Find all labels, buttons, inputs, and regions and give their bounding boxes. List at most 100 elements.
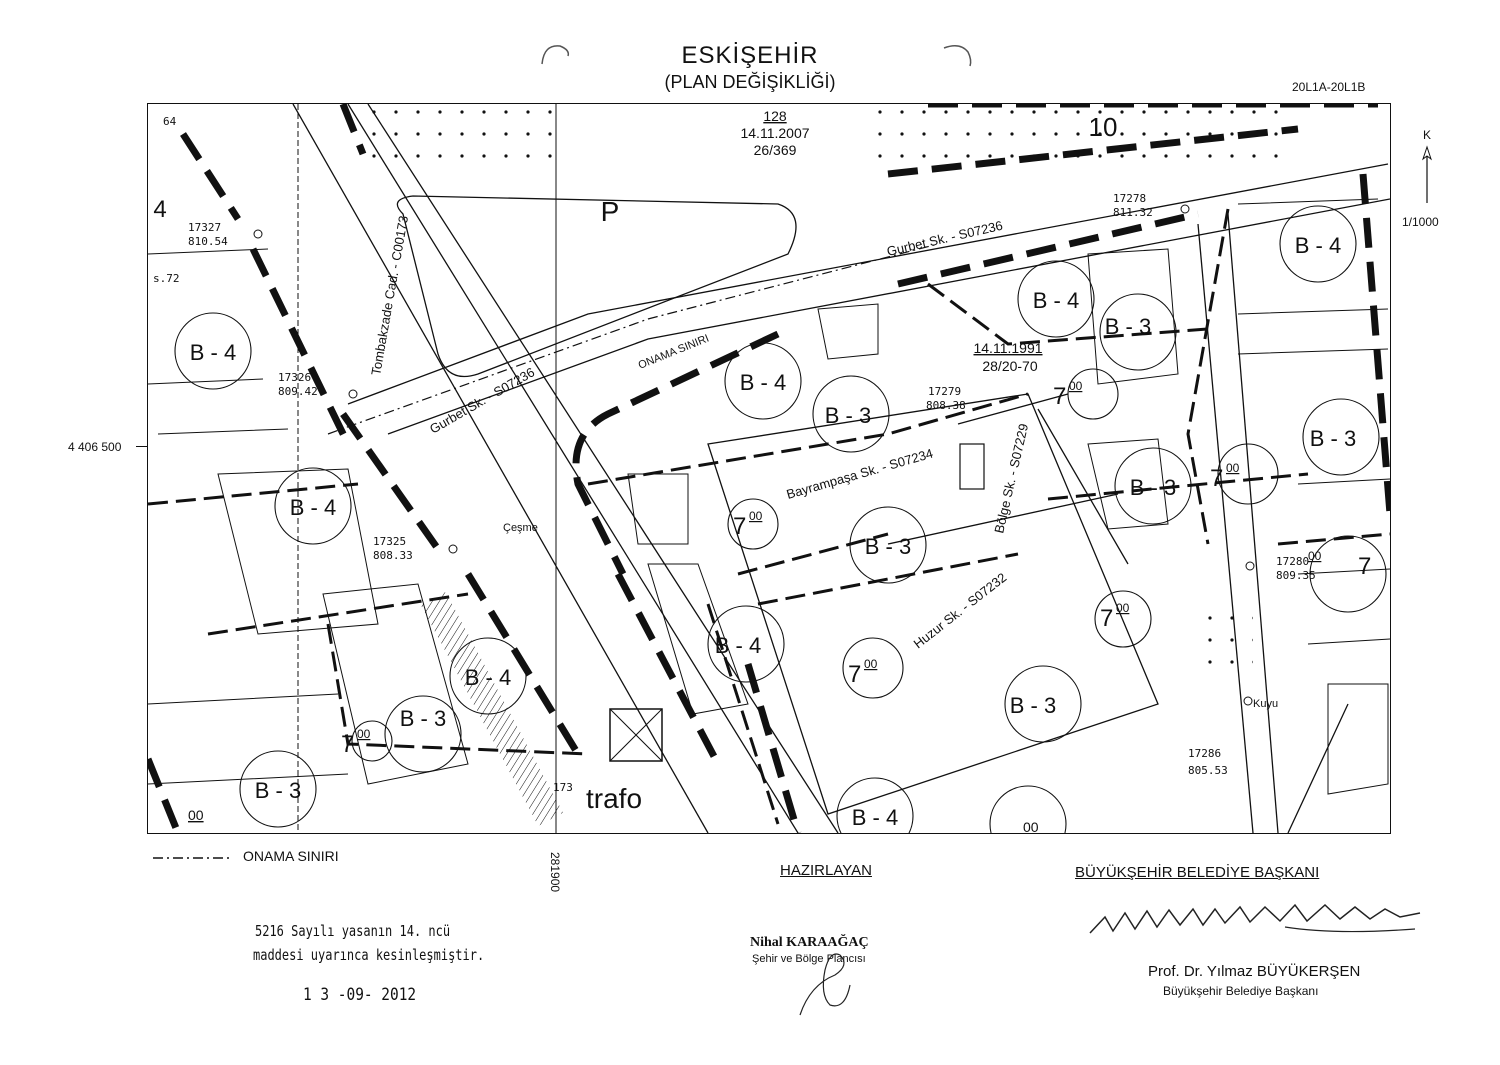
park-label: P bbox=[601, 196, 620, 227]
parcel-number: 173 bbox=[553, 781, 573, 794]
parcel-number: 17327 bbox=[188, 221, 221, 234]
street-label: Tombakzade Cad. - C00173 bbox=[368, 215, 411, 377]
svg-text:00: 00 bbox=[1069, 379, 1083, 393]
point-markers bbox=[253, 204, 1255, 706]
parcel-number: 17279 bbox=[928, 385, 961, 398]
parcel-number: 64 bbox=[163, 115, 177, 128]
boundary-label: ONAMA SINIRI bbox=[637, 332, 711, 371]
grid-lines bbox=[297, 104, 557, 833]
decision-reference: 28/20-70 bbox=[982, 358, 1037, 374]
zone-label-b4: B - 4 bbox=[715, 633, 761, 658]
parcel-lines bbox=[148, 198, 1390, 795]
svg-text:7: 7 bbox=[1358, 553, 1371, 580]
zone-label-b3: B - 3 bbox=[1105, 314, 1151, 339]
transformer-label: trafo bbox=[586, 783, 642, 814]
zone-label-b4: B - 4 bbox=[1033, 288, 1079, 313]
zone-label-b4: B - 4 bbox=[1295, 233, 1341, 258]
zone-label-b4: B - 4 bbox=[740, 370, 786, 395]
svg-text:00: 00 bbox=[357, 727, 371, 741]
parcel-elevation: 809.42 bbox=[278, 385, 318, 398]
zone-label-b4: B - 4 bbox=[190, 340, 236, 365]
svg-text:7: 7 bbox=[1210, 465, 1223, 492]
street-label: Gurbet Sk. - S07236 bbox=[427, 364, 537, 436]
sheet-code: 20L1A-20L1B bbox=[1292, 80, 1366, 94]
planner-title: Şehir ve Bölge Plancısı bbox=[752, 953, 866, 965]
svg-text:7: 7 bbox=[1100, 605, 1113, 632]
decision-date: 14.11.1991 bbox=[973, 340, 1042, 356]
legend-label: ONAMA SINIRI bbox=[243, 848, 339, 864]
scale-label: 1/1000 bbox=[1402, 215, 1439, 229]
map-drawing: B - 4 B - 4 B - 4 B - 4 B - 4 B - 4 B - … bbox=[148, 104, 1390, 833]
parcel-elevation: 808.38 bbox=[926, 399, 966, 412]
finalized-date: 1 3 -09- 2012 bbox=[303, 985, 417, 1005]
zone-label-b3: B - 3 bbox=[865, 534, 911, 559]
street-label: Gurbet Sk. - S07236 bbox=[885, 218, 1004, 259]
parcel-number: 17280 bbox=[1276, 555, 1309, 568]
planner-signature-icon bbox=[799, 953, 851, 1016]
rail-hatch bbox=[420, 592, 564, 826]
well-label: Kuyu bbox=[1253, 698, 1278, 710]
decision-reference: 26/369 bbox=[754, 142, 797, 158]
parcel-number: s.72 bbox=[153, 272, 180, 285]
svg-text:7: 7 bbox=[733, 513, 746, 540]
parcel-number: 17278 bbox=[1113, 192, 1146, 205]
approval-boundary-line bbox=[327, 243, 939, 435]
stamp-text-line: 5216 Sayılı yasanın 14. ncü bbox=[255, 922, 451, 940]
parcel-elevation: 809.35 bbox=[1276, 569, 1316, 582]
zone-label-b4: B - 4 bbox=[290, 495, 336, 520]
height-label: 7 00 bbox=[1308, 549, 1371, 580]
punch-hole-icon bbox=[541, 45, 570, 65]
zone-circles bbox=[174, 205, 1387, 833]
svg-text:00: 00 bbox=[749, 509, 763, 523]
small-structure bbox=[959, 443, 985, 490]
prepared-by-heading: HAZIRLAYAN bbox=[780, 862, 872, 879]
parcel-number: 17325 bbox=[373, 535, 406, 548]
parcel-number: 17326 bbox=[278, 371, 311, 384]
height-label: 00 bbox=[188, 807, 204, 823]
parcel-elevation: 808.33 bbox=[373, 549, 413, 562]
decision-number: 128 bbox=[763, 108, 787, 124]
mayor-title: Büyükşehir Belediye Başkanı bbox=[1163, 984, 1319, 998]
trafo-box bbox=[609, 708, 663, 762]
mayor-name: Prof. Dr. Yılmaz BÜYÜKERŞEN bbox=[1148, 963, 1361, 980]
building-limit-lines bbox=[148, 104, 1390, 833]
svg-text:7: 7 bbox=[848, 661, 861, 688]
svg-text:00: 00 bbox=[1226, 461, 1240, 475]
svg-text:00: 00 bbox=[1308, 549, 1322, 563]
north-label: K bbox=[1423, 128, 1432, 142]
boundary-legend-line bbox=[153, 857, 233, 859]
zone-label-b3: B - 3 bbox=[1310, 426, 1356, 451]
planner-name: Nihal KARAAĞAÇ bbox=[750, 935, 869, 950]
block-number-label: 4 bbox=[153, 196, 166, 223]
zoning-map: B - 4 B - 4 B - 4 B - 4 B - 4 B - 4 B - … bbox=[147, 103, 1391, 834]
zone-label-b3: B - 3 bbox=[400, 706, 446, 731]
fountain-label: Çeşme bbox=[503, 522, 538, 534]
parcel-number: 17286 bbox=[1188, 747, 1221, 760]
zone-label-b4: B - 4 bbox=[465, 665, 511, 690]
parcel-elevation: 805.53 bbox=[1188, 764, 1228, 777]
mayor-heading: BÜYÜKŞEHİR BELEDİYE BAŞKANI bbox=[1075, 864, 1320, 881]
block-number-label: 10 bbox=[1089, 112, 1118, 142]
stamp-text-line: maddesi uyarınca kesinleşmiştir. bbox=[253, 946, 485, 964]
zone-label-b3: B - 3 bbox=[255, 778, 301, 803]
northing-tick bbox=[136, 446, 147, 447]
easting-coordinate: 281900 bbox=[548, 852, 562, 893]
northing-coordinate: 4 406 500 bbox=[68, 440, 122, 454]
north-arrow-icon bbox=[1422, 145, 1432, 203]
svg-text:7: 7 bbox=[341, 731, 354, 758]
parcel-elevation: 810.54 bbox=[188, 235, 228, 248]
street-label: Huzur Sk. - S07232 bbox=[911, 570, 1010, 652]
decision-date: 14.11.2007 bbox=[740, 125, 809, 141]
mayor-signature-icon bbox=[1089, 903, 1421, 934]
svg-text:00: 00 bbox=[864, 657, 878, 671]
zone-label-b3: B - 3 bbox=[825, 403, 871, 428]
street-label: Bayrampaşa Sk. - S07234 bbox=[785, 446, 935, 502]
svg-text:7: 7 bbox=[1053, 383, 1066, 410]
punch-hole-icon bbox=[943, 45, 972, 67]
svg-text:00: 00 bbox=[1116, 601, 1130, 615]
parcel-elevation: 811.32 bbox=[1113, 206, 1153, 219]
